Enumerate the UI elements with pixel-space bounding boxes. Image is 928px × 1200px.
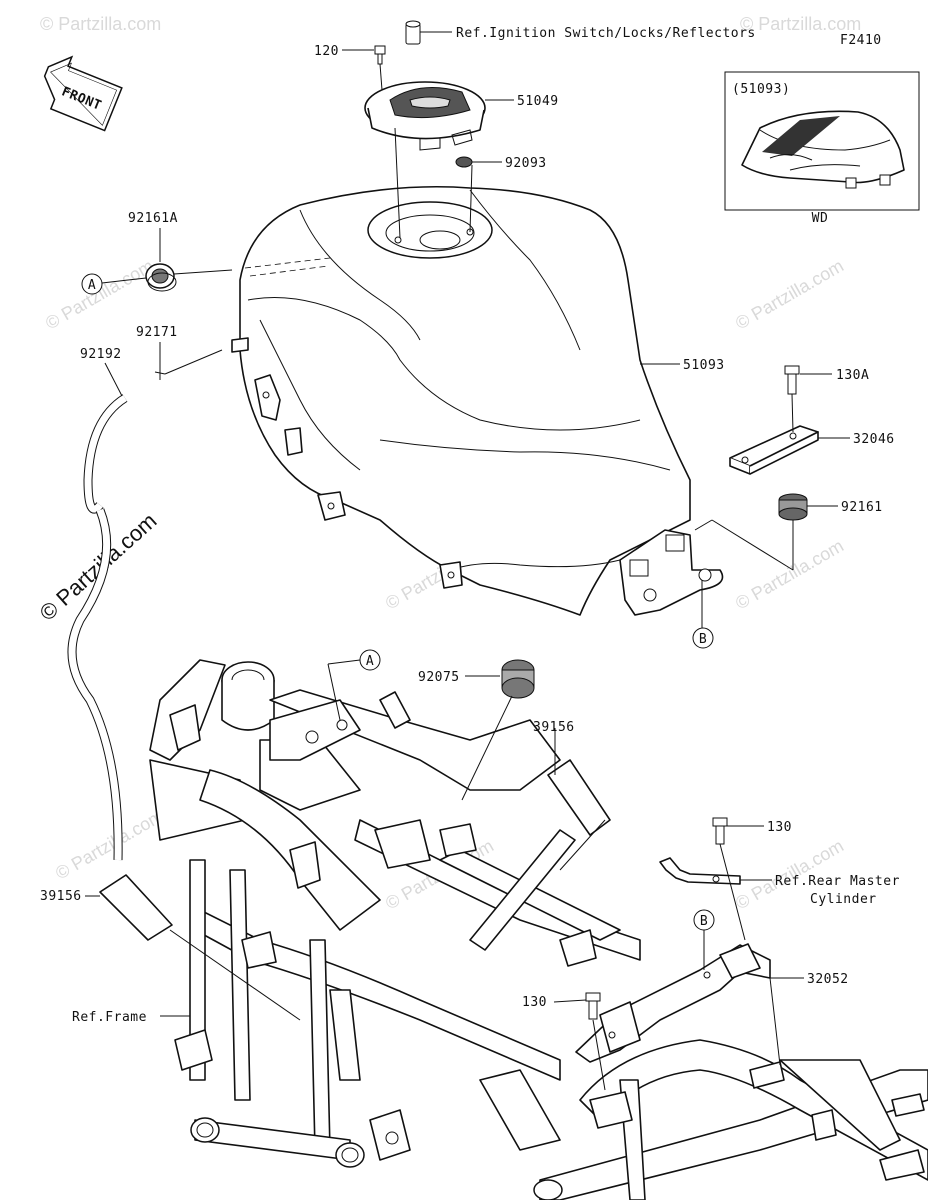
svg-text:© Partzilla.com: © Partzilla.com bbox=[42, 255, 157, 333]
inset-label: (51093) bbox=[732, 82, 790, 97]
ref-rear-master-label-1: Ref.Rear Master bbox=[775, 874, 900, 889]
marker-b-frame: B bbox=[693, 909, 715, 931]
inset-tank-image bbox=[741, 110, 905, 189]
part-51093-label: 51093 bbox=[683, 358, 725, 373]
part-39156-left-label: 39156 bbox=[40, 889, 82, 904]
fuel-tank bbox=[231, 185, 724, 616]
part-92075-label: 92075 bbox=[418, 670, 460, 685]
fuel-cap bbox=[364, 81, 486, 151]
diagram-code: F2410 bbox=[840, 33, 882, 48]
callout-labels: Ref.Ignition Switch/Locks/Reflectors 120… bbox=[40, 26, 900, 1025]
svg-text:B: B bbox=[699, 632, 707, 647]
part-130-lower-label: 130 bbox=[522, 995, 547, 1010]
partzilla-watermark: © Partzilla.com bbox=[35, 508, 162, 626]
part-92161A-label: 92161A bbox=[128, 211, 178, 226]
part-92093-label: 92093 bbox=[505, 156, 547, 171]
svg-text:A: A bbox=[366, 654, 374, 669]
part-130-upper-label: 130 bbox=[767, 820, 792, 835]
breather-hose bbox=[67, 394, 128, 861]
ref-rear-master-label-2: Cylinder bbox=[810, 892, 877, 907]
grommet-92161A-icon bbox=[145, 263, 177, 292]
bolt-130-lower-icon bbox=[585, 992, 601, 1020]
clip-92171-icon bbox=[154, 366, 166, 380]
leader-lines bbox=[85, 31, 850, 1091]
svg-text:© Partzilla.com: © Partzilla.com bbox=[40, 14, 161, 34]
cover-39156-right bbox=[547, 759, 611, 836]
cover-39156-left bbox=[99, 874, 173, 941]
bolt-130A-icon bbox=[784, 365, 800, 395]
marker-a-tank: A bbox=[81, 273, 103, 295]
bolt-130-upper-icon bbox=[712, 817, 728, 845]
ref-frame-label: Ref.Frame bbox=[72, 1010, 147, 1025]
grommet-92093-icon bbox=[455, 156, 473, 168]
bracket-32052 bbox=[575, 943, 771, 1063]
frame bbox=[149, 659, 928, 1200]
svg-text:B: B bbox=[700, 914, 708, 929]
marker-b-tank: B bbox=[692, 627, 714, 649]
damper-92075-icon bbox=[501, 659, 535, 699]
part-92161-label: 92161 bbox=[841, 500, 883, 515]
part-130A-label: 130A bbox=[836, 368, 869, 383]
svg-text:© Partzilla.com: © Partzilla.com bbox=[732, 255, 847, 333]
svg-text:© Partzilla.com: © Partzilla.com bbox=[740, 14, 861, 34]
damper-92161-icon bbox=[778, 493, 808, 521]
part-32046-label: 32046 bbox=[853, 432, 895, 447]
ref-ignition-label: Ref.Ignition Switch/Locks/Reflectors bbox=[456, 26, 756, 41]
svg-text:A: A bbox=[88, 278, 96, 293]
part-51049-label: 51049 bbox=[517, 94, 559, 109]
inset-box: (51093) WD bbox=[724, 71, 920, 226]
part-120-label: 120 bbox=[314, 44, 339, 59]
bolt-120-icon bbox=[374, 45, 386, 65]
part-32052-label: 32052 bbox=[807, 972, 849, 987]
bracket-ref-rear-master bbox=[659, 857, 741, 885]
part-39156-right-label: 39156 bbox=[533, 720, 575, 735]
marker-a-frame: A bbox=[359, 649, 381, 671]
bracket-32046 bbox=[729, 425, 819, 475]
part-92192-label: 92192 bbox=[80, 347, 122, 362]
inset-caption: WD bbox=[812, 211, 829, 226]
svg-text:© Partzilla.com: © Partzilla.com bbox=[52, 805, 167, 883]
part-92171-label: 92171 bbox=[136, 325, 178, 340]
svg-text:© Partzilla.com: © Partzilla.com bbox=[732, 535, 847, 613]
lock-cylinder-icon bbox=[405, 20, 421, 45]
front-arrow-icon: FRONT bbox=[43, 55, 123, 132]
